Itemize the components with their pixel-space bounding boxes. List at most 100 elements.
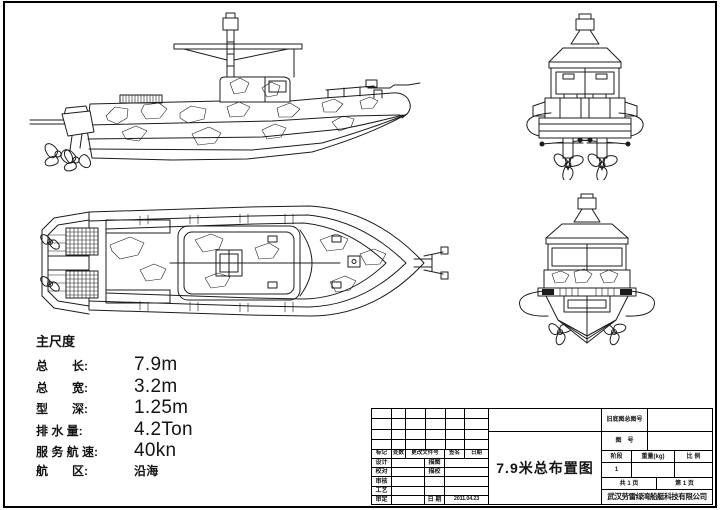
signature-mid-label: 描校 [425, 468, 445, 477]
signature-value [445, 468, 488, 476]
signature-mid-label [425, 477, 445, 486]
camouflage-patches [105, 77, 379, 146]
signature-label: 校对 [372, 468, 392, 477]
dimension-value: 4.2Ton [134, 418, 193, 440]
deck-seats [105, 219, 171, 304]
scale-value [675, 463, 712, 477]
plan-view-svg [40, 205, 449, 317]
stage-value: 1 [602, 463, 632, 477]
dimension-row-speed: 服 务 航 速: 40kn [36, 440, 246, 462]
main-dimensions: 主尺度 总 长: 7.9m 总 宽: 3.2m 型 深: 1.25m 排 水 量… [36, 330, 246, 483]
hull-plan-outline [88, 205, 425, 317]
bow-gun-mount [347, 255, 361, 268]
dimension-label: 型 深: [36, 402, 88, 416]
swim-platform [29, 115, 69, 129]
bow-view-drawing [500, 192, 675, 352]
signature-mid-label: 描图 [425, 459, 445, 468]
side-view-drawing [22, 8, 442, 188]
stern-view-svg [526, 13, 644, 180]
signature-label: 工艺 [372, 486, 392, 495]
dimension-value: 7.9m [134, 354, 178, 375]
old-base-no-value [648, 409, 712, 431]
hull-and-sponsons [526, 112, 644, 139]
deckhouse [219, 76, 291, 103]
weight-value [632, 463, 675, 477]
dimension-value: 沿海 [134, 463, 159, 478]
signature-value [445, 477, 488, 485]
mast-light [570, 13, 600, 45]
side-view-svg [29, 12, 421, 172]
dimension-label: 总 长: [36, 359, 88, 373]
sponsons [519, 290, 655, 317]
weight-label: 重量(kg) [632, 451, 675, 462]
dimension-row-depth: 型 深: 1.25m [36, 397, 246, 419]
dimension-row-length: 总 长: 7.9m [36, 354, 246, 376]
dimension-row-beam: 总 宽: 3.2m [36, 376, 246, 398]
drawing-title: 7.9米总布置图 [496, 460, 594, 476]
bow-view-svg [519, 193, 655, 346]
signature-value [445, 487, 488, 495]
dimension-value: 3.2m [134, 375, 178, 397]
old-base-no-label: 旧底图总图号 [602, 409, 648, 431]
revision-grid [372, 409, 488, 450]
title-block: 标记 处数 更改文件号 签名 日期 设计 描图 校对 描校 [371, 408, 713, 505]
dimension-value: 1.25m [134, 397, 189, 418]
signature-blank [392, 477, 425, 486]
hull-profile [86, 92, 411, 161]
signature-label: 设计 [372, 459, 392, 468]
revision-header-count: 处数 [392, 450, 406, 458]
propeller-icon [40, 234, 60, 292]
vent-box [119, 94, 163, 104]
signature-label: 审定 [372, 495, 392, 505]
bow-pulpit-frame [563, 295, 611, 313]
scale-label: 比 例 [686, 453, 701, 460]
engine-hatch-grids [65, 227, 99, 299]
machine-gun [365, 79, 421, 99]
dimension-row-displacement: 排 水 量: 4.2Ton [36, 419, 246, 441]
outboard-engines [61, 105, 95, 151]
dimension-row-nav-area: 航 区: 沿海 [36, 462, 246, 484]
title-block-info-section: 旧底图总图号 图 号 阶段 重量(kg) 比 例 1 共 1 页 第 1 页 [602, 409, 712, 504]
signature-blank [392, 495, 425, 505]
old-base-no-row: 旧底图总图号 [602, 409, 712, 432]
camouflage-band [543, 268, 631, 289]
pages-total: 共 1 页 [602, 478, 657, 489]
title-block-name-section: 7.9米总布置图 [489, 409, 602, 504]
dimension-value: 40kn [134, 440, 177, 461]
title-block-revision-section: 标记 处数 更改文件号 签名 日期 设计 描图 校对 描校 [372, 409, 489, 505]
drawing-no-row: 图 号 [602, 432, 712, 451]
revision-header-row: 标记 处数 更改文件号 签名 日期 [372, 450, 488, 459]
signature-rows: 设计 描图 校对 描校 审核 工艺 [372, 459, 488, 505]
mast-and-radar-platform [173, 12, 303, 78]
signature-row-audit: 审核 [372, 477, 488, 487]
cabin [548, 47, 622, 99]
signature-blank [392, 468, 425, 477]
revision-header-date: 日期 [470, 450, 482, 457]
signature-value [445, 459, 488, 467]
stage-weight-scale-values: 1 [602, 463, 712, 478]
product-name-cell [489, 409, 601, 432]
signature-blank [392, 459, 425, 468]
stern-view-drawing [505, 10, 670, 180]
propeller-icon [44, 143, 92, 172]
console-roof [169, 225, 341, 301]
signature-mid-label [425, 486, 445, 495]
stage-weight-scale-header: 阶段 重量(kg) 比 例 [602, 451, 712, 463]
transom-tie-bars [539, 137, 631, 147]
stage-label: 阶段 [602, 451, 632, 462]
plan-view-drawing [10, 190, 450, 330]
engine-cowlings [532, 93, 638, 119]
camouflage-patches [109, 233, 387, 293]
bow-rail [325, 85, 375, 99]
drawing-no-value [648, 432, 712, 450]
signature-row-check: 校对 描校 [372, 468, 488, 478]
outboard-lower-units [552, 137, 618, 171]
rub-rail [537, 287, 637, 297]
signature-blank [392, 486, 425, 495]
signature-row-approve: 审定 日 期 2011.04.23 [372, 495, 488, 505]
page-count-row: 共 1 页 第 1 页 [602, 478, 712, 490]
dimension-label: 排 水 量: [36, 423, 83, 438]
signature-row-design: 设计 描图 [372, 459, 488, 469]
signature-row-process: 工艺 [372, 486, 488, 496]
